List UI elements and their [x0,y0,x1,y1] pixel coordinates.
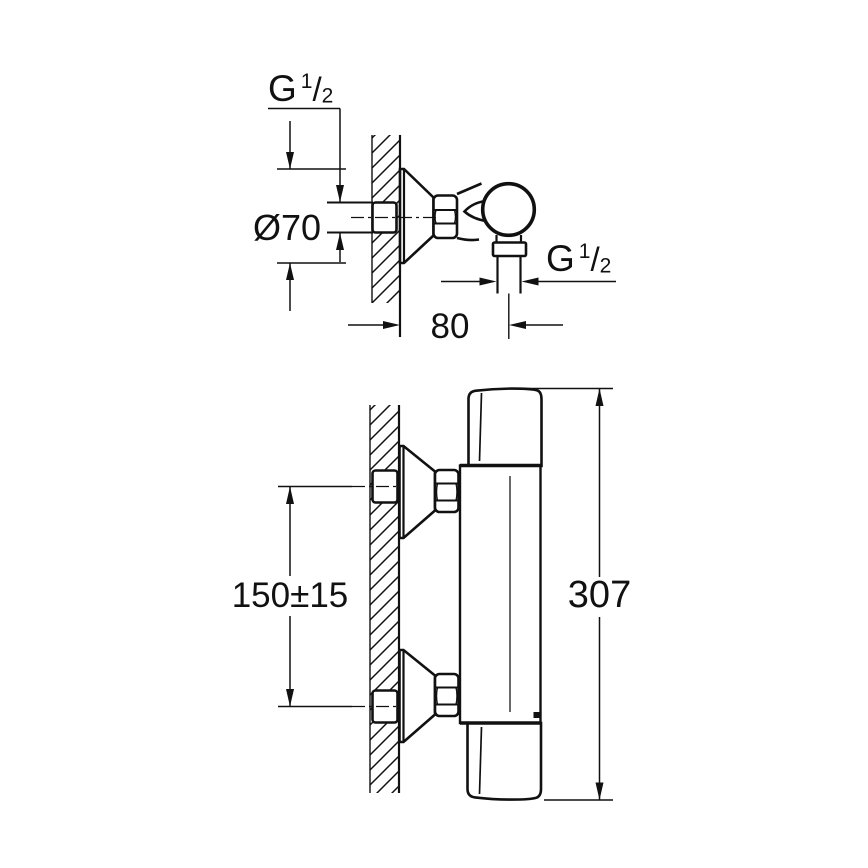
arrowhead-down-icon [336,185,344,202]
mixer-body [458,463,542,725]
wall-section-front [369,405,401,793]
s-union-top [398,167,459,265]
union-nut-facets [435,482,459,502]
thread-label-num: 1 [579,240,591,263]
union-cone [398,648,437,744]
outlet-collar [491,241,528,258]
outlet-pipe [496,256,522,294]
arrowhead-up-icon [286,263,294,280]
volume-handle [466,721,543,801]
upper-union [371,444,460,540]
union-nut [433,672,460,718]
arrowhead-down-icon [286,689,294,707]
thread-label-den: 2 [600,255,612,278]
arrowhead-up-icon [595,388,604,406]
arrowhead-up-icon [286,486,294,504]
bottom-cap-outline [466,721,543,801]
height-label: 307 [568,574,631,616]
thermostat-handle [467,387,543,468]
thread-label-slash: / [312,71,322,108]
wall-hatch [370,405,399,793]
union-nut [433,468,460,514]
arrowhead-up-icon [336,233,344,250]
dim-projection: 80 [348,307,563,346]
top-cap-inner-line [478,392,483,462]
diameter-extension-lines [277,168,346,264]
thread-label-g: G [268,68,297,109]
center-distance-label: 150±15 [232,576,349,615]
wall-section-top [371,135,402,337]
arrowhead-left-icon [521,277,539,286]
body-outline [458,464,542,725]
union-cone [398,444,437,540]
arrowhead-right-icon [479,277,497,286]
front-view: 150±15 307 [232,387,631,801]
arrowhead-left-icon [509,321,526,329]
body-bottom-edge [456,236,480,242]
union-nut [432,194,459,240]
dim-overall-height: 307 [507,387,631,801]
bottom-cap-inner-line [478,726,483,795]
union-nut-chamfers [435,483,458,501]
height-extension-lines [507,387,613,801]
dim-escutcheon-diameter: Ø70 [253,121,346,311]
projection-label: 80 [431,307,470,346]
pipe-stub-lines [327,201,373,234]
arrowhead-down-icon [595,782,604,800]
dim-center-distance: 150±15 [232,486,349,707]
body-top-edge [456,182,483,196]
diameter-label: Ø70 [253,207,321,248]
union-nut-facets [435,686,459,706]
thread-label-num: 1 [301,70,313,93]
union-nut-chamfers [434,209,457,224]
arrowhead-down-icon [286,152,294,169]
union-nut-facets [433,209,457,225]
shower-outlet [491,235,528,339]
lower-union [371,648,460,744]
handle-knob [480,181,537,238]
thread-label-slash: / [590,241,600,278]
thread-label-g: G [546,238,575,279]
thread-label-den: 2 [322,85,334,108]
valve-body-top [456,181,537,242]
body-notch [533,712,541,718]
body-thick-edges [460,463,541,725]
union-nut-chamfers [435,687,458,705]
arrowhead-right-icon [383,321,400,329]
